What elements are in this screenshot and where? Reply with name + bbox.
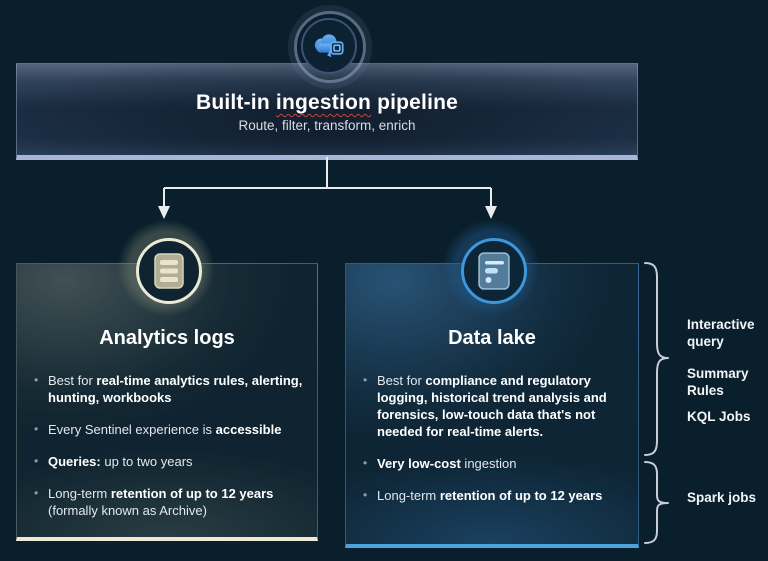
bullet-text-segment: Long-term [48, 486, 111, 501]
logs-icon [154, 253, 184, 289]
bullet-item: Best for compliance and regulatory loggi… [363, 372, 626, 440]
connector-lines [163, 157, 492, 208]
bullet-item: Long-term retention of up to 12 years (f… [34, 485, 305, 519]
analytics-logs-bullets: Best for real-time analytics rules, aler… [17, 372, 317, 519]
bullet-item: Long-term retention of up to 12 years [363, 487, 626, 504]
analytics-logs-title: Analytics logs [99, 327, 235, 349]
cloud-sync-icon [314, 34, 344, 58]
top-badge [301, 18, 357, 74]
bullet-text-segment: Every Sentinel experience is [48, 422, 216, 437]
arrowhead-left-icon [158, 206, 170, 219]
arrowhead-right-icon [485, 206, 497, 219]
banner-title-part: pipeline [371, 91, 459, 114]
side-label-summary-rules: Summary Rules [687, 366, 749, 398]
side-label-kql-jobs: KQL Jobs [687, 409, 751, 424]
side-label-spark-jobs: Spark jobs [687, 490, 757, 505]
bullet-text-segment: retention of up to 12 years [439, 488, 603, 503]
data-lake-badge [461, 238, 527, 304]
bullet-text-segment: up to two years [100, 454, 193, 469]
bullet-text-segment: Best for [377, 373, 426, 388]
top-badge-outer-ring [294, 11, 366, 83]
bullet-text-segment: (formally known as Archive) [48, 503, 207, 518]
bullet-item: Very low-cost ingestion [363, 455, 626, 472]
bullet-item: Queries: up to two years [34, 453, 305, 470]
banner-title-part: Built-in [195, 91, 276, 114]
banner-title: Built-in ingestion pipeline [17, 91, 637, 115]
side-label-interactive-query: Interactive query [687, 317, 755, 349]
bullet-text-segment: Queries: [48, 454, 101, 469]
bullet-text-segment: real-time analytics rules, alerting, hun… [48, 373, 303, 405]
bullet-text-segment: Long-term [377, 488, 440, 503]
bullet-text-segment: accessible [215, 422, 282, 437]
data-lake-icon [478, 252, 510, 290]
side-braces [644, 262, 669, 544]
data-lake-title: Data lake [448, 327, 536, 349]
analytics-badge [136, 238, 202, 304]
curly-brace-lower [644, 461, 669, 544]
banner-title-misspelled-word: ingestion [275, 91, 372, 114]
bullet-text-segment: Very low-cost [377, 456, 461, 471]
bullet-item: Every Sentinel experience is accessible [34, 421, 305, 438]
banner-subtitle: Route, filter, transform, enrich [238, 118, 416, 133]
bullet-text-segment: ingestion [460, 456, 517, 471]
bullet-text-segment: Best for [48, 373, 97, 388]
connector-arrows [158, 157, 497, 219]
analytics-logs-card: Analytics logs Best for real-time analyt… [16, 263, 318, 541]
data-lake-bullets: Best for compliance and regulatory loggi… [346, 372, 638, 504]
bullet-item: Best for real-time analytics rules, aler… [34, 372, 305, 406]
bullet-text-segment: retention of up to 12 years [110, 486, 274, 501]
bullet-text-segment: compliance and regulatory logging, histo… [377, 373, 607, 439]
curly-brace-upper [644, 262, 669, 456]
